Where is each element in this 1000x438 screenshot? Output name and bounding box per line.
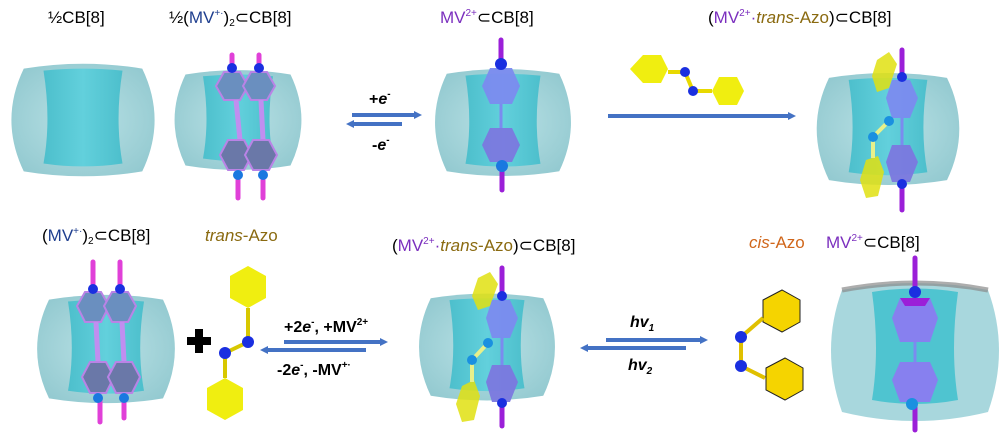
arrow-label-hv1: hv1 <box>630 314 655 334</box>
mv-radical-text: MV+· <box>188 8 224 27</box>
nitrogen-atom <box>897 72 907 82</box>
trans-azo-molecule-top <box>630 55 744 105</box>
nitrogen-atom <box>906 398 918 410</box>
label-cis-azo: cis-Azo <box>749 233 805 252</box>
nitrogen-atom <box>119 393 129 403</box>
redox-arrows-top <box>346 111 422 128</box>
cis-azo-molecule <box>735 289 804 401</box>
mv2-cb8-complex-top <box>435 37 571 193</box>
nitrogen-atom <box>93 393 103 403</box>
nitrogen-atom <box>254 63 264 73</box>
plus-sign <box>187 329 211 353</box>
mv-radical-chain-2 <box>241 52 279 201</box>
arrow-label-reduce: +e- <box>369 89 391 108</box>
half-mv-radical-dimer-complex <box>174 52 302 201</box>
mv2-cb8-complex-bottom <box>831 255 999 433</box>
mv-dication-text: MV2+· <box>397 236 441 255</box>
nitrogen-atom <box>688 86 698 96</box>
label-mv2-cb8-top: MV2+⊂CB[8] <box>440 8 534 27</box>
half-cb8-host <box>11 63 155 177</box>
label-mv-radical-dimer: (MV+·)2⊂CB[8] <box>42 226 151 247</box>
nitrogen-atom <box>909 286 921 298</box>
nitrogen-atom <box>897 179 907 189</box>
label-ternary-bottom: (MV2+·trans-Azo)⊂CB[8] <box>392 236 576 255</box>
nitrogen-atom <box>495 58 507 70</box>
nitrogen-atom <box>115 284 125 294</box>
photo-arrows <box>580 336 708 352</box>
nitrogen-atom <box>467 355 477 365</box>
label-trans-azo: trans-Azo <box>205 226 278 245</box>
label-ternary-top: (MV2+·trans-Azo)⊂CB[8] <box>708 8 892 27</box>
label-mv2-cb8-bottom: MV2+⊂CB[8] <box>826 233 920 252</box>
nitrogen-atom <box>219 347 231 359</box>
trans-azo-molecule-bottom <box>207 266 266 420</box>
nitrogen-atom <box>735 360 747 372</box>
nitrogen-atom <box>497 291 507 301</box>
nitrogen-atom <box>735 331 747 343</box>
nitrogen-atom <box>88 284 98 294</box>
nitrogen-atom <box>497 398 507 408</box>
nitrogen-atom <box>258 170 268 180</box>
mv-radical-dimer-complex <box>37 259 175 425</box>
arrow-label-oxidize: -e- <box>372 135 390 154</box>
mv-radical-text: MV+· <box>47 226 83 245</box>
arrow-label-redox-forward: +2e-, +MV2+ <box>284 317 369 336</box>
nitrogen-atom <box>868 132 878 142</box>
mv-radical-chain-1 <box>214 52 254 201</box>
nitrogen-atom <box>483 338 493 348</box>
nitrogen-atom <box>680 67 690 77</box>
nitrogen-atom <box>242 336 254 348</box>
nitrogen-atom <box>227 63 237 73</box>
mv-dication-text: MV2+ <box>826 233 863 252</box>
ternary-complex-bottom <box>419 265 555 429</box>
nitrogen-atom <box>884 116 894 126</box>
arrow-label-redox-backward: -2e-, -MV+· <box>277 360 351 379</box>
nitrogen-atom <box>496 160 508 172</box>
mv-dication-text: MV2+ <box>440 8 477 27</box>
redox-exchange-arrows <box>260 338 388 354</box>
mv-dication-text: MV2+· <box>713 8 757 27</box>
trans-text: trans <box>756 8 795 27</box>
ternary-complex-top <box>816 47 960 213</box>
label-half-cb8: ½CB[8] <box>48 8 105 27</box>
label-half-mv-radical-dimer: ½(MV+·)2⊂CB[8] <box>169 8 292 29</box>
nitrogen-atom <box>233 170 243 180</box>
arrow-label-hv2: hv2 <box>628 357 653 377</box>
